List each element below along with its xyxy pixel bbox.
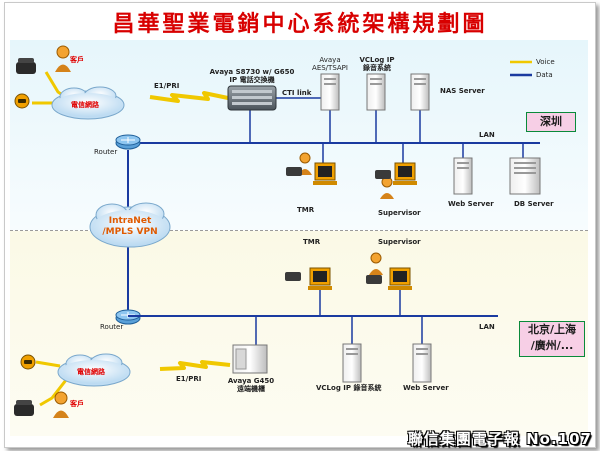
top-router-icon [115, 134, 141, 150]
bottom-lan-label: LAN [479, 323, 495, 331]
newsletter-footer: 聯信集團電子報 No.107 [407, 430, 592, 448]
bottom-telecom-label: 電信網路 [77, 368, 105, 376]
bottom-vclog-server-icon [342, 343, 362, 383]
aes-label-line1: Avaya [319, 56, 341, 64]
top-web-server-icon [453, 157, 473, 195]
g450-label-line1: Avaya G450 [227, 377, 275, 385]
top-phone-icon [16, 58, 36, 74]
nas-label: NAS Server [440, 87, 485, 95]
shenzhen-zone [10, 40, 588, 230]
top-supervisor-label: Supervisor [378, 209, 421, 217]
bottom-customer-voice [39, 379, 68, 407]
top-router-label: Router [94, 148, 118, 156]
top-call-icon [14, 93, 30, 109]
vclog-label-line2: 錄音系統 [363, 64, 391, 72]
top-telecom-cloud [51, 86, 125, 120]
shenzhen-site-badge: 深圳 [526, 112, 576, 132]
bottom-tmr-label: TMR [303, 238, 321, 246]
legend-data-label: Data [536, 71, 553, 79]
top-lan-drops [249, 108, 524, 165]
top-tmr-workstation-icon [286, 152, 337, 185]
bottom-e1-label: E1/PRI [176, 375, 202, 383]
remote-sites-badge: 北京/上海 /廣州/... [519, 321, 585, 357]
bottom-supervisor-label: Supervisor [378, 238, 421, 246]
legend-voice-label: Voice [536, 58, 555, 66]
legend [510, 60, 532, 77]
pbx-label-line1: Avaya S8730 w/ G650 [209, 68, 295, 76]
bottom-lan-drops [255, 290, 423, 345]
top-web-label: Web Server [448, 200, 494, 208]
bottom-customer-label: 客戶 [70, 400, 84, 408]
aes-label-line2: AES/TSAPI [312, 64, 348, 72]
top-telecom-label: 電信網路 [71, 101, 99, 109]
bottom-supervisor-workstation-icon [366, 252, 412, 290]
remote-sites-line1: 北京/上海 [527, 323, 577, 336]
aes-server-icon [320, 73, 340, 111]
bottom-telecom-cloud [57, 353, 131, 387]
bottom-tmr-workstation-icon [285, 267, 332, 290]
top-voice-link [149, 91, 229, 103]
vclog-server-icon [366, 73, 386, 111]
nas-server-icon [410, 73, 430, 111]
vpn-cloud [89, 202, 171, 248]
bottom-phone-icon [14, 400, 34, 416]
zone-divider [10, 230, 588, 231]
bottom-web-server-icon [412, 343, 432, 383]
top-tmr-label: TMR [297, 206, 315, 214]
g450-icon [232, 344, 268, 374]
db-server-icon [509, 157, 541, 195]
vpn-label-line1: IntraNet [108, 216, 152, 226]
bottom-customer-person-icon [53, 391, 69, 418]
bottom-router-label: Router [100, 323, 124, 331]
vpn-label-line2: /MPLS VPN [102, 227, 158, 237]
remote-sites-line2: /廣州/... [530, 339, 574, 352]
top-e1-label: E1/PRI [154, 82, 180, 90]
top-supervisor-workstation-icon [375, 162, 417, 199]
pbx-label-line2: IP 電話交換機 [229, 76, 275, 84]
cti-link-label: CTI link [282, 89, 312, 97]
bottom-voice-link [159, 360, 231, 371]
bottom-vclog-label: VCLog IP 錄音系統 [316, 384, 382, 392]
top-customer-label: 客戶 [70, 56, 84, 64]
g450-label-line2: 遠端機櫃 [237, 385, 265, 393]
top-customer-person-icon [55, 45, 71, 72]
pbx-icon [227, 85, 277, 111]
bottom-call-icon [20, 354, 36, 370]
db-label: DB Server [514, 200, 554, 208]
remote-sites-zone [10, 231, 588, 436]
diagram-title: 昌華聖業電銷中心系統架構規劃圖 [112, 11, 488, 37]
bottom-web-label: Web Server [403, 384, 449, 392]
vclog-label-line1: VCLog IP [359, 56, 395, 64]
top-lan-label: LAN [479, 131, 495, 139]
